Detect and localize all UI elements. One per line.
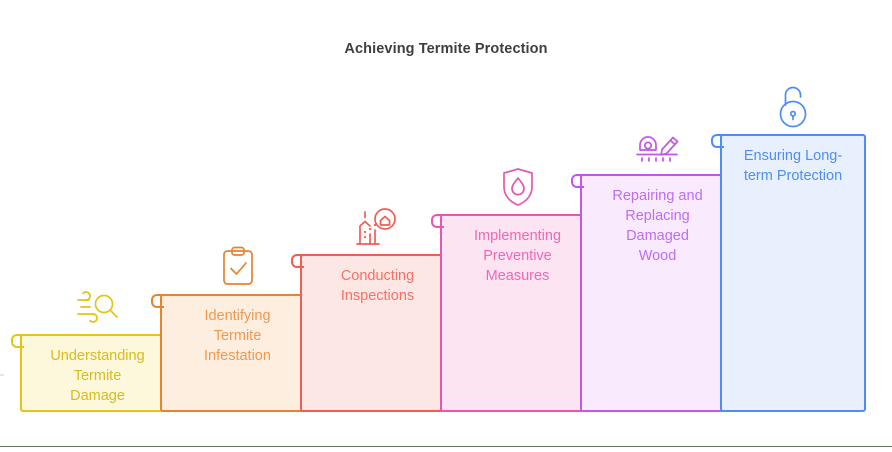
step-connector-hook-4 xyxy=(431,214,444,228)
tape-measure-pencil-icon xyxy=(630,124,686,170)
step-block-3[interactable]: Conducting Inspections xyxy=(291,208,455,412)
step-block-2[interactable]: Identifying Termite Infestation xyxy=(151,246,315,412)
step-label-5: Repairing and Replacing Damaged Wood xyxy=(612,188,703,264)
step-connector-hook-2 xyxy=(151,294,164,308)
clipboard-check-icon xyxy=(210,244,266,290)
step-label-1: Understanding Termite Damage xyxy=(50,348,145,404)
step-connector-hook-6 xyxy=(711,134,724,148)
step-connector-hook-5 xyxy=(571,174,584,188)
step-label-2: Identifying Termite Infestation xyxy=(204,308,271,364)
step-label-3: Conducting Inspections xyxy=(340,268,415,304)
step-connector-hook-1 xyxy=(11,334,24,348)
home-search-icon xyxy=(350,204,406,250)
step-label-4: Implementing Preventive Measures xyxy=(473,228,562,284)
wind-magnifier-icon xyxy=(70,284,126,330)
step-block-4[interactable]: Implementing Preventive Measures xyxy=(431,168,595,412)
step-block-1[interactable]: Understanding Termite Damage xyxy=(11,291,175,412)
step-connector-hook-3 xyxy=(291,254,304,268)
shield-droplet-icon xyxy=(490,164,546,210)
unlocked-padlock-icon xyxy=(765,84,821,130)
step-block-5[interactable]: Repairing and Replacing Damaged Wood xyxy=(571,136,735,412)
step-block-6[interactable]: Ensuring Long- term Protection xyxy=(711,86,866,412)
step-label-6: Ensuring Long- term Protection xyxy=(743,148,843,184)
bottom-divider xyxy=(0,446,892,447)
left-edge-artifact xyxy=(0,374,4,376)
page-title: Achieving Termite Protection xyxy=(344,41,548,57)
